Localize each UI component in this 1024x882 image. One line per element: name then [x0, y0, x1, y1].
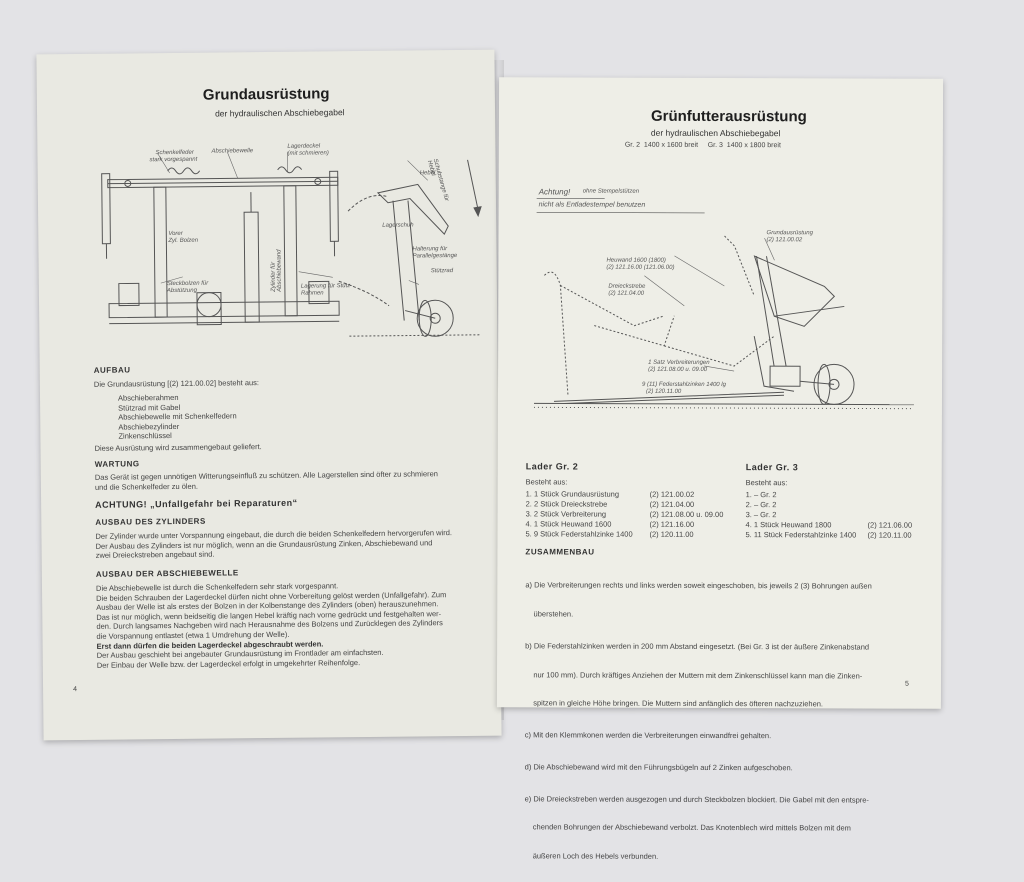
table-row: 4. 1 Stück Heuwand 1800(2) 121.06.00: [746, 520, 936, 531]
table-row: 1. – Gr. 2: [746, 490, 936, 501]
label-stark-vorgespannt: stark vorgespannt: [150, 157, 198, 163]
label-verbreiterungen-nr: (2) 121.08.00 u. 09.00: [648, 367, 707, 373]
lader3-heading: Lader Gr. 3: [746, 462, 799, 472]
lader3-besteht: Besteht aus:: [746, 478, 788, 488]
aufbau-intro: Die Grundausrüstung [(2) 121.00.02] best…: [94, 378, 259, 389]
label-dreieck-nr: (2) 121.04.00: [608, 291, 644, 297]
lader3-table: 1. – Gr. 2 2. – Gr. 2 3. – Gr. 2 4. 1 St…: [745, 490, 935, 541]
lader2-heading: Lader Gr. 2: [526, 461, 579, 471]
aufbau-list: Abschieberahmen Stützrad mit Gabel Absch…: [118, 392, 237, 441]
label-grund-nr: (2) 121.00.02: [767, 237, 803, 243]
label-heuwand-nr: (2) 121.16.00 (121.06.00): [606, 265, 674, 271]
ausbau-welle-text: Die Abschiebewelle ist durch die Schenke…: [96, 580, 492, 670]
label-federstahl-nr: (2) 120.11.00: [646, 389, 681, 395]
lader2-besteht: Besteht aus:: [526, 477, 568, 487]
label-federstahl: 9 (11) Federstahlzinken 1400 lg: [642, 382, 726, 388]
page-title: Grundausrüstung: [203, 85, 330, 103]
page-number: 4: [73, 686, 77, 693]
page-subtitle: der hydraulischen Abschiebegabel: [215, 107, 345, 118]
label-verbreiterungen: 1 Satz Verbreiterungen: [648, 360, 710, 366]
achtung-heading: ACHTUNG! „Unfallgefahr bei Reparaturen“: [95, 498, 298, 510]
label-lagerung: Lagerung für Stütz-Rahmen: [301, 283, 363, 298]
label-mit-schmieren: (mit schmieren): [287, 150, 328, 156]
text-line: c) Mit den Klemmkonen werden die Verbrei…: [525, 730, 930, 741]
page-number: 5: [905, 681, 909, 688]
text-line: nur 100 mm). Durch kräftiges Anziehen de…: [525, 670, 930, 681]
wartung-heading: WARTUNG: [95, 459, 140, 468]
ausbau-zylinder-text: Der Zylinder wurde unter Vorspannung ein…: [95, 528, 490, 561]
list-item: Abschiebewelle mit Schenkelfedern: [118, 412, 237, 423]
list-item: Zinkenschlüssel: [118, 431, 237, 442]
label-stuetzrad: Stützrad: [431, 268, 453, 274]
page-subtitle: der hydraulischen Abschiebegabel: [651, 128, 781, 138]
zusammenbau-heading: ZUSAMMENBAU: [525, 547, 594, 556]
label-lagerschuh: Lagerschuh: [382, 222, 413, 228]
aufbau-heading: AUFBAU: [94, 365, 131, 374]
label-abschiebewelle: Abschiebewelle: [211, 148, 253, 154]
text-line: äußeren Loch des Hebels verbunden.: [524, 852, 929, 863]
label-heuwand: Heuwand 1600 (1800): [606, 258, 665, 264]
right-page: Grünfutterausrüstung der hydraulischen A…: [497, 77, 943, 709]
page-title: Grünfutterausrüstung: [651, 108, 807, 126]
label-halterung: Halterung für Parallelgestänge: [412, 246, 482, 261]
text-line: a) Die Verbreiterungen rechts und links …: [525, 581, 930, 592]
label-lagerdeckel: Lagerdeckel: [287, 143, 320, 149]
label-zyl-bolzen: Zyl. Bolzen: [168, 238, 198, 244]
left-page: Grundausrüstung der hydraulischen Abschi…: [36, 50, 501, 741]
table-row: 3. – Gr. 2: [746, 510, 936, 521]
text-line: b) Die Federstahlzinken werden in 200 mm…: [525, 641, 930, 652]
label-zylinder: Zylinder für Abschiebewand: [270, 232, 283, 292]
table-row: 2. – Gr. 2: [746, 500, 936, 511]
grundausruestung-diagram: [47, 130, 489, 345]
warning-ohne: ohne Stempelstützen: [583, 189, 639, 195]
ausbau-welle-heading: AUSBAU DER ABSCHIEBEWELLE: [96, 568, 239, 578]
wartung-text: Das Gerät ist gegen unnötigen Witterungs…: [95, 469, 490, 492]
aufbau-outro: Diese Ausrüstung wird zusammengebaut gel…: [95, 442, 262, 453]
ausbau-zylinder-heading: AUSBAU DES ZYLINDERS: [95, 517, 206, 527]
text-line: chenden Bohrungen der Abschiebewand verb…: [524, 823, 929, 834]
label-steckbolzen: Steckbolzen für Abstützung: [167, 280, 223, 295]
sizes-line: Gr. 2 1400 x 1600 breit Gr. 3 1400 x 180…: [625, 142, 781, 150]
table-row: 5. 9 Stück Federstahlzinke 1400(2) 120.1…: [525, 529, 745, 540]
lader2-table: 1. 1 Stück Grundausrüstung(2) 121.00.02 …: [525, 489, 745, 540]
text-line: überstehen.: [525, 609, 930, 620]
text-line: spitzen in gleiche Höhe bringen. Die Mut…: [525, 699, 930, 710]
table-row: 5. 11 Stück Federstahlzinke 1400(2) 120.…: [745, 530, 935, 541]
label-vorer: Vorer: [168, 231, 183, 237]
label-schenkelfeder: Schenkelfeder: [155, 150, 193, 156]
label-dreieckstrebe: Dreieckstrebe: [608, 284, 645, 290]
zusammenbau-text: a) Die Verbreiterungen rechts und links …: [524, 561, 930, 881]
text-line: e) Die Dreieckstreben werden ausgezogen …: [525, 794, 930, 805]
label-grundausruestung: Grundausrüstung: [767, 230, 813, 236]
